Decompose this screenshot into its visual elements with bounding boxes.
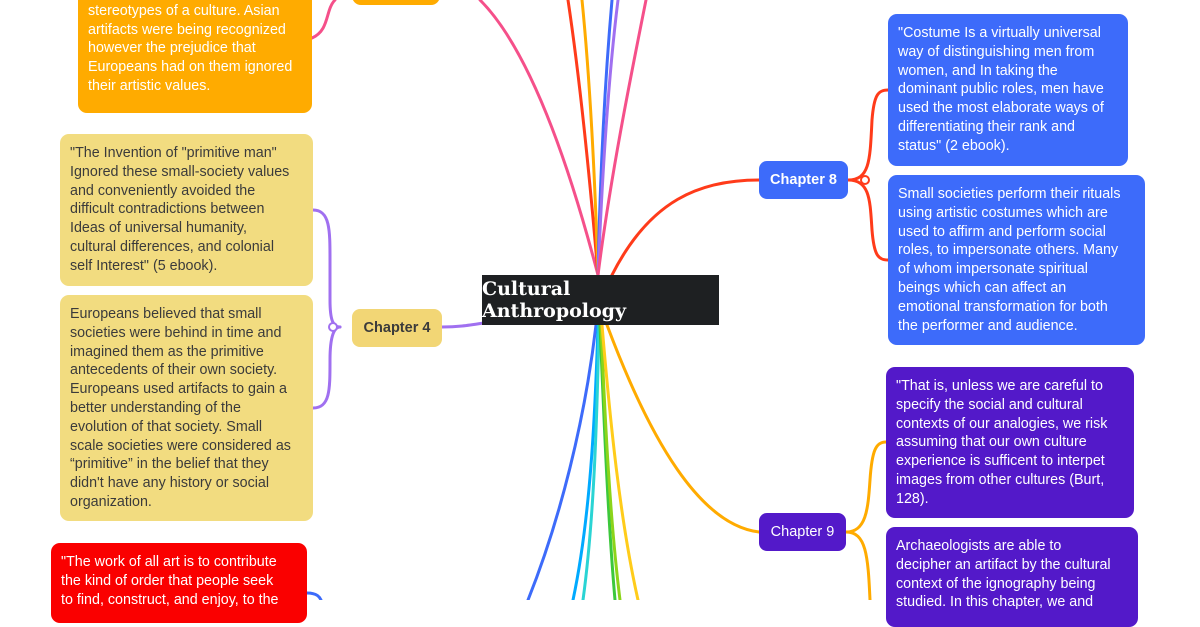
- link-ch9-note2: [844, 530, 872, 600]
- link-violet-up: [596, 0, 620, 277]
- link-ch8-note1: [846, 88, 890, 182]
- link-ch4-note1: [311, 208, 342, 329]
- note-text: "The Invention of "primitive man" Ignore…: [70, 145, 290, 274]
- link-orange-note: [310, 0, 337, 40]
- link-red-up: [566, 0, 600, 277]
- link-red-note: [305, 591, 323, 600]
- collapse-toggle-chapter4[interactable]: [328, 322, 338, 332]
- note-europeans-small-societies: Europeans believed that small societies …: [60, 295, 313, 521]
- chapter-node-cropped[interactable]: [352, 0, 440, 5]
- chapter-4-node[interactable]: Chapter 4: [352, 309, 442, 347]
- note-asian-artifacts: westerners, creating their own stereotyp…: [78, 0, 312, 113]
- note-text: "That is, unless we are careful to speci…: [896, 378, 1108, 507]
- note-text: Europeans believed that small societies …: [70, 306, 291, 510]
- link-lime-down: [599, 323, 622, 600]
- note-primitive-man: "The Invention of "primitive man" Ignore…: [60, 134, 313, 286]
- link-yellow-down: [600, 323, 640, 600]
- link-ch4-note2: [311, 325, 342, 410]
- note-text: Small societies perform their rituals us…: [898, 186, 1121, 334]
- note-text: "The work of all art is to contribute th…: [61, 554, 279, 608]
- connector-lines: [305, 0, 890, 600]
- note-archaeologists: Archaeologists are able to decipher an a…: [886, 527, 1138, 627]
- link-ch9-note1: [844, 440, 888, 534]
- note-text: Archaeologists are able to decipher an a…: [896, 538, 1111, 611]
- link-blue-down: [526, 323, 598, 600]
- link-ch8-note2: [846, 178, 890, 262]
- note-text: "Costume Is a virtually universal way of…: [898, 25, 1104, 154]
- note-text: westerners, creating their own stereotyp…: [88, 2, 293, 94]
- note-analogies: "That is, unless we are careful to speci…: [886, 367, 1134, 518]
- link-orange-up: [580, 0, 600, 277]
- link-cyan-down: [581, 323, 601, 600]
- link-chapter8: [610, 178, 761, 277]
- central-topic[interactable]: Cultural Anthropology: [482, 275, 719, 325]
- note-rituals-costumes: Small societies perform their rituals us…: [888, 175, 1145, 345]
- chapter-9-node[interactable]: Chapter 9: [759, 513, 846, 551]
- link-chapter9: [605, 323, 761, 534]
- link-pink-up: [596, 0, 648, 277]
- collapse-toggle-chapter8[interactable]: [860, 175, 870, 185]
- link-pink-left: [478, 0, 600, 277]
- note-work-of-art: "The work of all art is to contribute th…: [51, 543, 307, 623]
- note-costume: "Costume Is a virtually universal way of…: [888, 14, 1128, 166]
- chapter-8-node[interactable]: Chapter 8: [759, 161, 848, 199]
